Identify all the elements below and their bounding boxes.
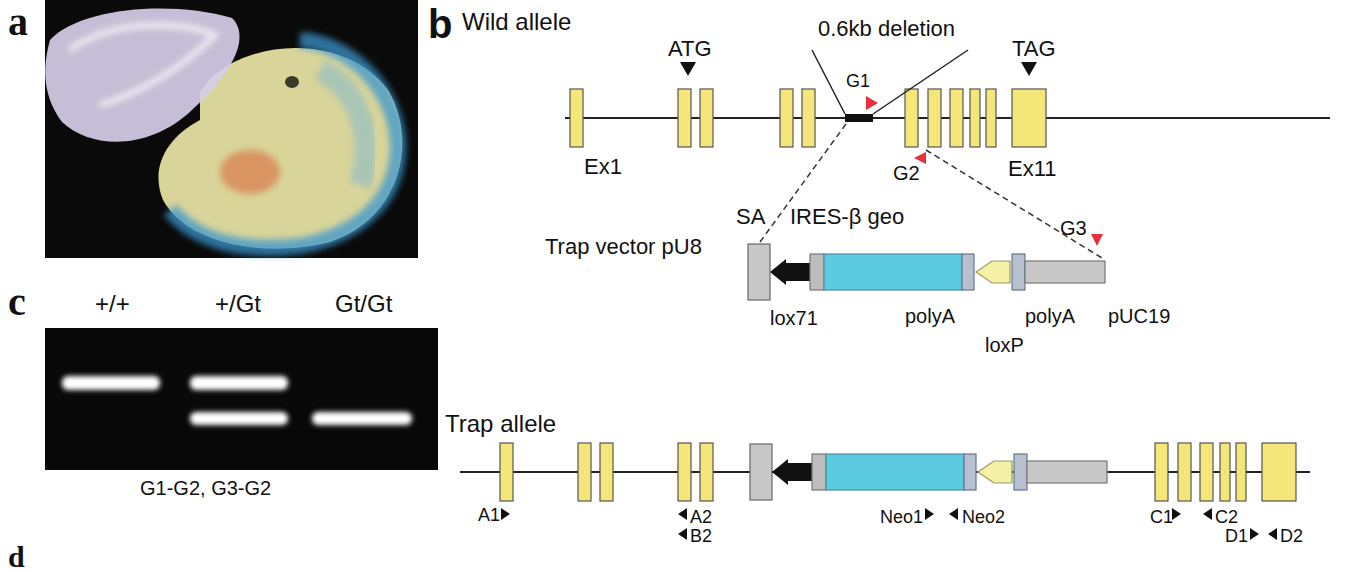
gel-image <box>45 328 438 470</box>
deletion-bar <box>845 114 873 122</box>
panel-letter: a <box>8 2 28 42</box>
start-marker <box>680 62 696 76</box>
element-label: pUC19 <box>1108 306 1170 326</box>
embryo-eye <box>285 76 299 88</box>
element-label: IRES-β geo <box>790 206 904 228</box>
element-label: lox71 <box>770 308 818 328</box>
primer-label: Neo2 <box>962 508 1005 526</box>
primer-label: Neo1 <box>880 508 923 526</box>
deletion-leader <box>873 50 968 114</box>
primer-label: A2 <box>690 508 712 526</box>
primer-label: B2 <box>690 527 712 545</box>
gel-bands <box>62 376 412 425</box>
lane-label: Gt/Gt <box>335 292 392 316</box>
vector-title: Trap vector pU8 <box>545 236 702 258</box>
exon-boxes <box>500 443 1296 501</box>
yolk-sac <box>45 9 239 142</box>
exon-boxes <box>570 89 1046 147</box>
primer-marker <box>866 96 878 110</box>
embryo-photo <box>45 0 418 258</box>
element-label: SA <box>736 206 765 228</box>
primer-marker <box>1091 234 1103 246</box>
embryo-heart <box>220 150 280 194</box>
primer-arrows <box>501 508 1277 540</box>
element-label: polyA <box>905 306 955 326</box>
primer-label: C2 <box>1215 508 1238 526</box>
primer-label: C1 <box>1150 508 1173 526</box>
exon-label: Ex1 <box>584 156 622 178</box>
inserted-vector <box>750 444 1107 500</box>
gel-ground <box>45 328 438 470</box>
deletion-label: 0.6kb deletion <box>818 18 955 40</box>
element-label: loxP <box>985 335 1024 355</box>
insertion-guide <box>926 150 1102 258</box>
exon-label: Ex11 <box>1008 158 1057 180</box>
primer-label: G1 <box>846 72 870 90</box>
allele-title: Trap allele <box>445 412 556 436</box>
primer-label: A1 <box>478 506 500 524</box>
primer-label: G2 <box>893 163 920 183</box>
trap-vector <box>748 244 1105 300</box>
codon-label: ATG <box>668 38 712 60</box>
deletion-leader <box>812 50 845 114</box>
primer-label: D1 <box>1225 527 1248 545</box>
stained-limb <box>320 70 366 185</box>
allele-title: Wild allele <box>462 10 571 34</box>
stop-marker <box>1021 62 1037 76</box>
wild-allele-map <box>565 50 1330 258</box>
panel-letter: b <box>428 4 452 44</box>
lane-label: +/Gt <box>215 292 261 316</box>
primer-pair-label: G1-G2, G3-G2 <box>140 478 271 498</box>
photo-ground <box>45 0 418 258</box>
trap-allele-map <box>460 443 1310 501</box>
panel-letter: c <box>8 282 26 322</box>
lane-label: +/+ <box>95 292 130 316</box>
element-label: polyA <box>1025 306 1075 326</box>
primer-label: D2 <box>1280 527 1303 545</box>
codon-label: TAG <box>1012 38 1056 60</box>
panel-letter: d <box>8 542 25 572</box>
primer-label: G3 <box>1060 218 1087 238</box>
yolk-sac-highlight <box>70 25 215 105</box>
